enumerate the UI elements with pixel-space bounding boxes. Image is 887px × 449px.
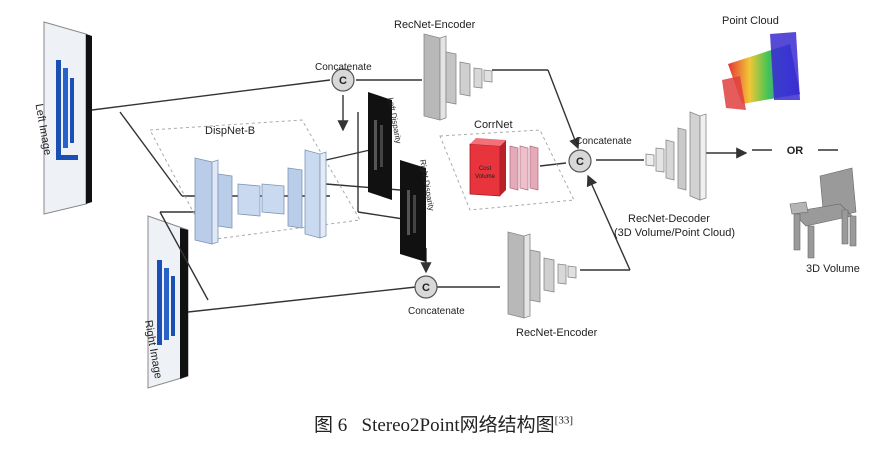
decoder-label: RecNet-Decoder bbox=[628, 213, 710, 225]
caption-reference: [33] bbox=[554, 414, 573, 427]
corrnet-blocks bbox=[509, 145, 539, 191]
concat-label-right: Concatenate bbox=[575, 136, 632, 147]
recnet-decoder bbox=[645, 111, 707, 201]
figure-caption: 图 6 Stereo2Point网络结构图[33] bbox=[0, 410, 887, 437]
cost-volume bbox=[469, 138, 506, 197]
point-cloud-graphic bbox=[722, 32, 800, 110]
chair-volume-graphic bbox=[789, 167, 857, 259]
dispnet-blocks bbox=[194, 149, 327, 245]
concat-node-bottom: C bbox=[414, 275, 438, 299]
right-image bbox=[147, 215, 189, 389]
dispnet-box bbox=[149, 119, 361, 241]
encoder-bottom-label: RecNet-Encoder bbox=[516, 327, 598, 339]
concat-label-bottom: Concatenate bbox=[408, 306, 465, 317]
corrnet-label: CorrNet bbox=[474, 119, 513, 131]
cost-volume-label-1: Cost bbox=[479, 166, 492, 172]
encoder-top-label: RecNet-Encoder bbox=[394, 19, 476, 31]
concat-symbol: C bbox=[576, 156, 584, 168]
recnet-encoder-top bbox=[423, 33, 493, 121]
right-disparity-map bbox=[400, 160, 426, 262]
concat-symbol: C bbox=[339, 75, 347, 87]
corrnet-box bbox=[439, 129, 575, 211]
or-label: OR bbox=[787, 145, 804, 157]
cost-volume-label-2: Volume bbox=[475, 174, 496, 180]
dispnet-label: DispNet-B bbox=[205, 125, 255, 137]
left-image bbox=[43, 21, 92, 215]
volume-3d-label: 3D Volume bbox=[806, 263, 860, 275]
concat-node-right: C bbox=[568, 149, 592, 173]
decoder-sublabel: (3D Volume/Point Cloud) bbox=[614, 227, 735, 239]
point-cloud-label: Point Cloud bbox=[722, 15, 779, 27]
stereo2point-diagram: Left Image Right Image bbox=[33, 15, 860, 389]
recnet-encoder-bottom bbox=[507, 231, 577, 319]
caption-text: Stereo2Point网络结构图 bbox=[361, 415, 555, 436]
left-disparity-map bbox=[368, 92, 392, 200]
caption-prefix: 图 6 bbox=[313, 415, 348, 436]
concat-label-top: Concatenate bbox=[315, 62, 372, 73]
concat-symbol: C bbox=[422, 282, 430, 294]
concat-node-top: C bbox=[331, 68, 355, 92]
